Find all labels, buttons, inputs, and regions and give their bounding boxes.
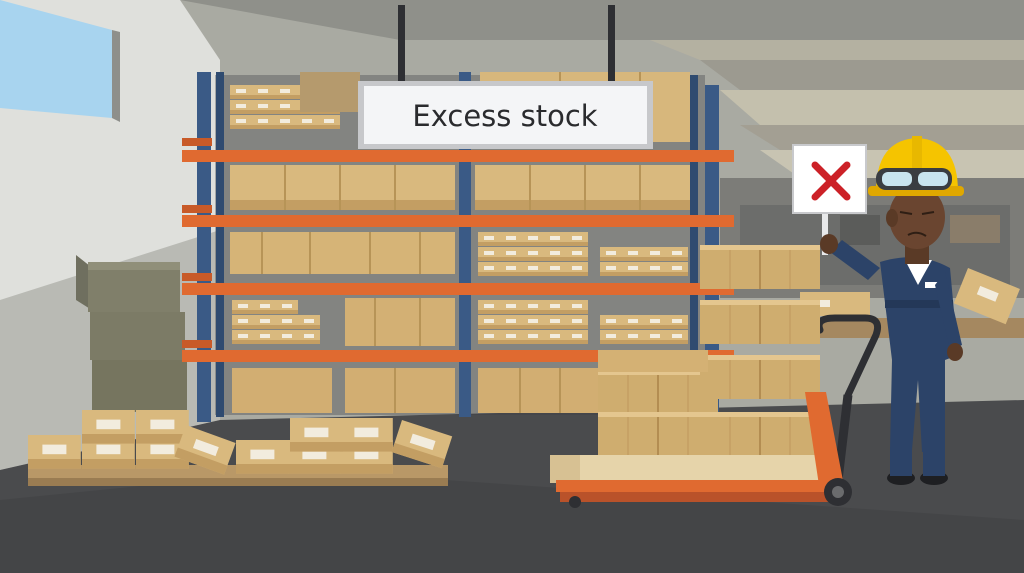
reject-placard — [792, 144, 867, 255]
left-box-stack — [76, 255, 187, 412]
floor-pallet-boxes — [28, 410, 453, 486]
x-mark-icon — [811, 161, 851, 201]
excess-stock-sign: Excess stock — [358, 5, 653, 149]
pallet-jack — [550, 244, 882, 508]
worker-icon — [792, 136, 964, 485]
sign-text: Excess stock — [412, 99, 597, 133]
